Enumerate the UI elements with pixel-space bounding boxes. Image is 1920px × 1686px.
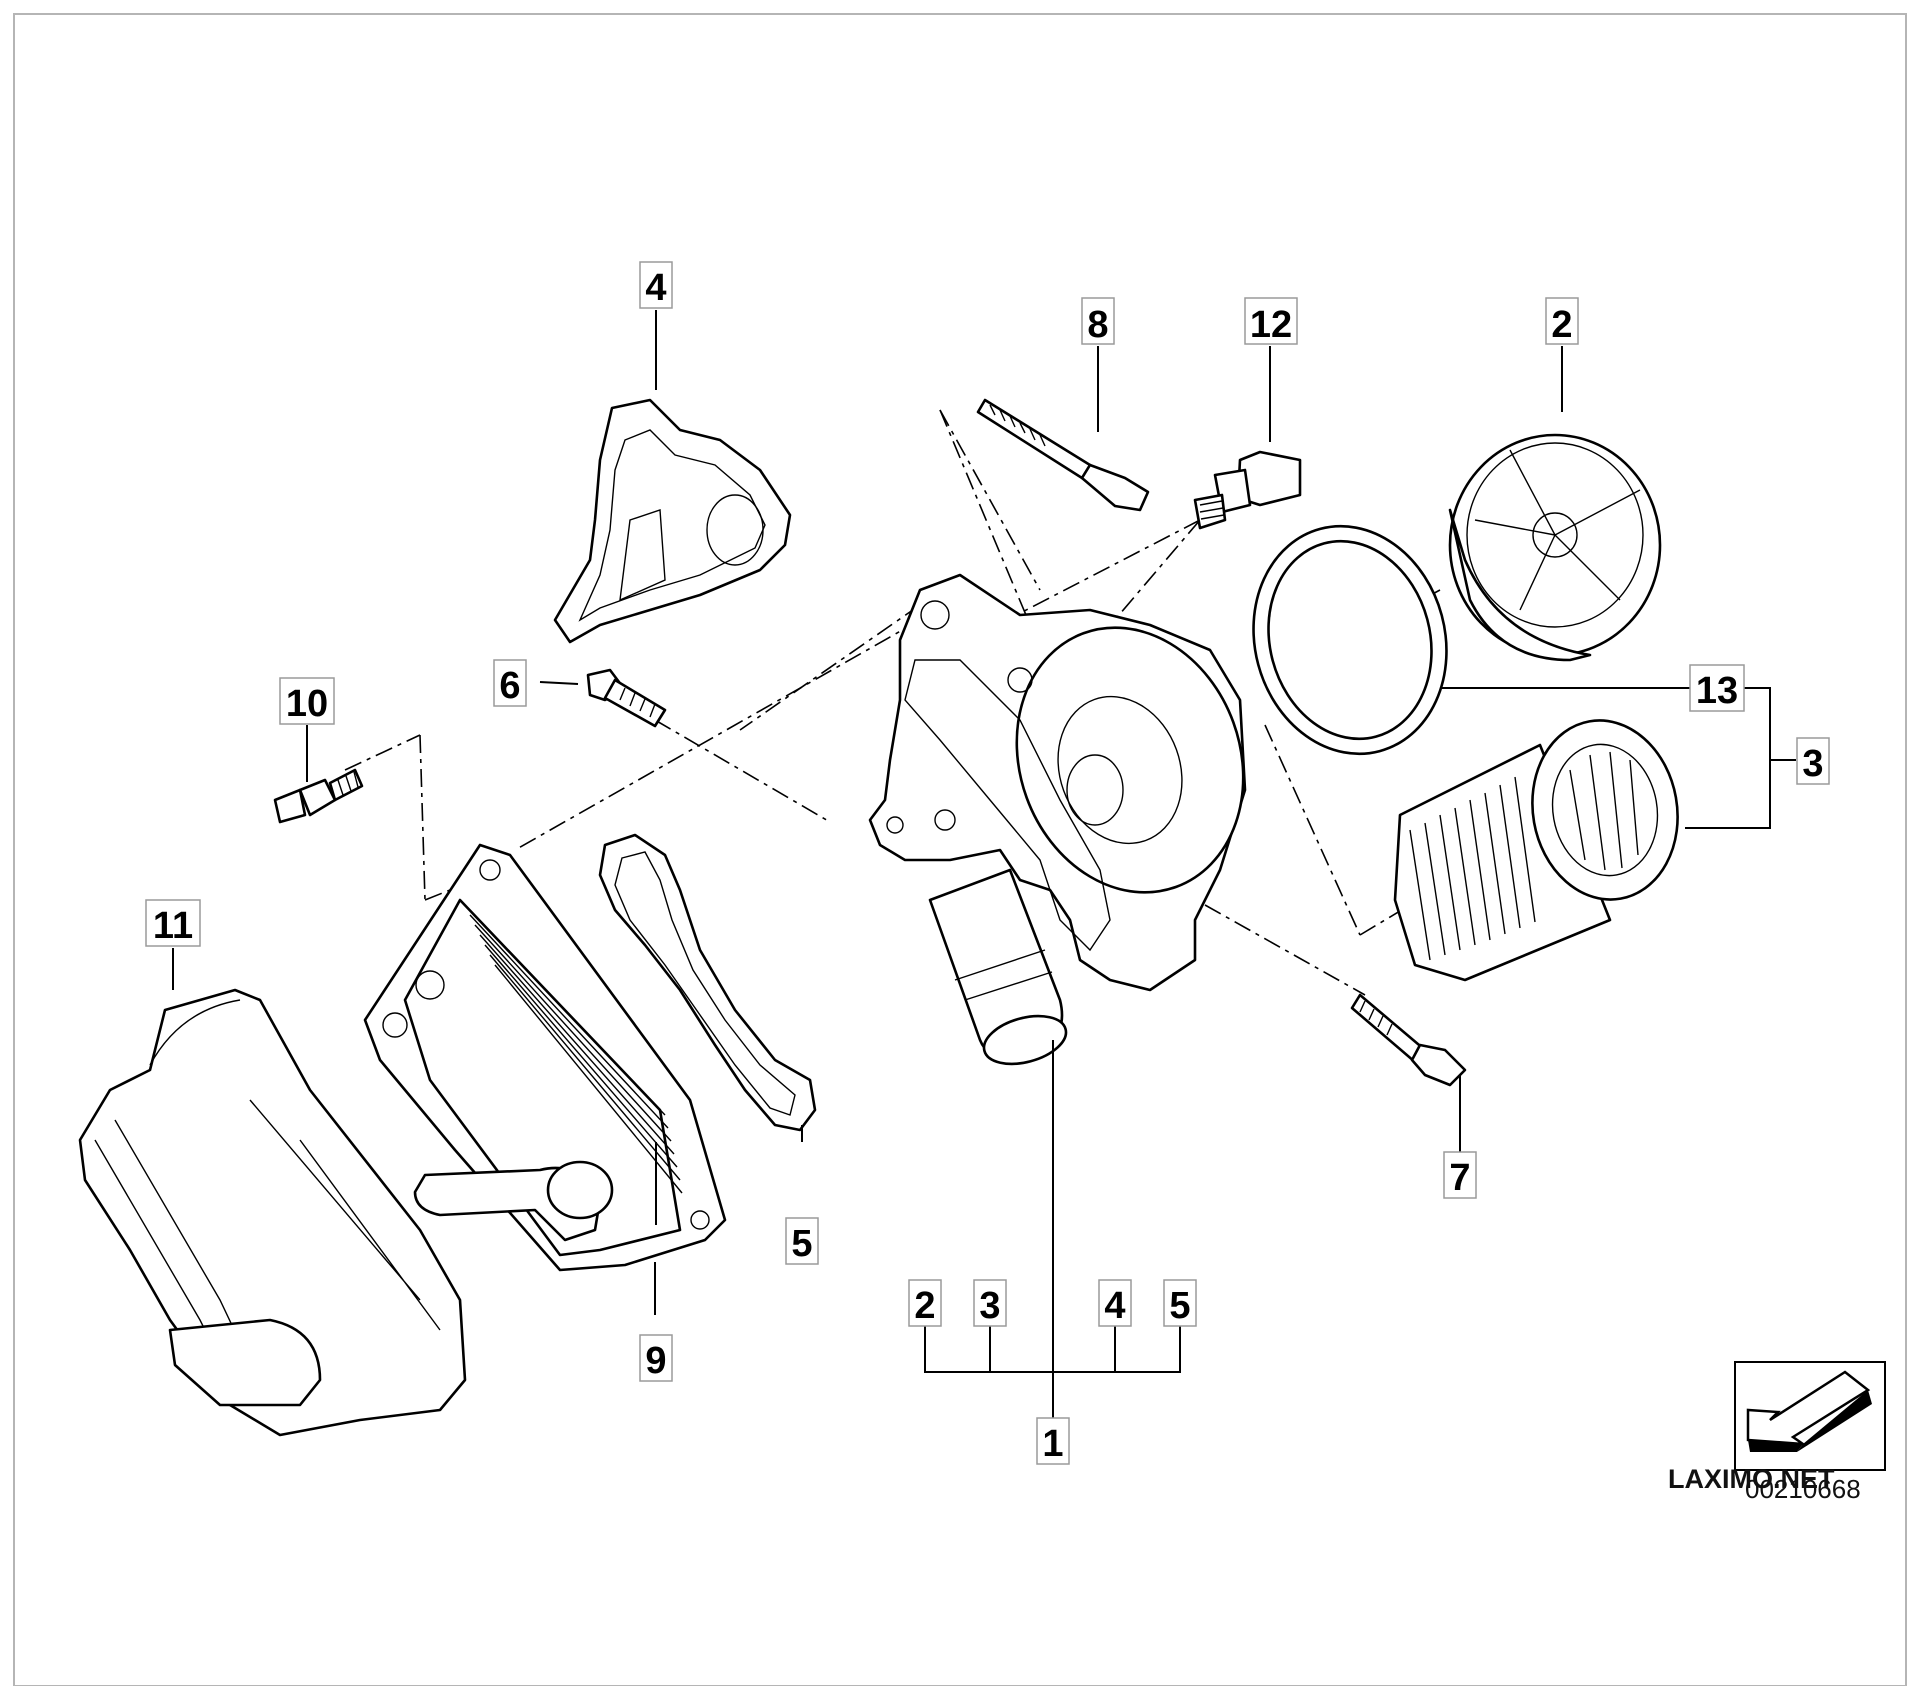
part-13-o-ring bbox=[1252, 524, 1448, 756]
part-6-bolt bbox=[586, 668, 667, 728]
orientation-arrow-icon bbox=[1734, 1361, 1886, 1471]
svg-text:10: 10 bbox=[286, 683, 328, 725]
callout-12: 12 bbox=[1244, 297, 1298, 346]
svg-text:8: 8 bbox=[1087, 304, 1108, 346]
part-2-filter-cap bbox=[1448, 433, 1662, 662]
part-12-sensor bbox=[1193, 450, 1302, 530]
part-4-gasket bbox=[553, 398, 792, 644]
leader-lines bbox=[172, 310, 1796, 1418]
part-1-filter-housing bbox=[868, 573, 1247, 1066]
callout-2-top: 2 bbox=[1545, 297, 1579, 346]
callout-3-right: 3 bbox=[1796, 737, 1830, 785]
callout-3-bottom: 3 bbox=[973, 1279, 1007, 1327]
svg-text:4: 4 bbox=[1104, 1285, 1125, 1327]
part-11-cover bbox=[78, 988, 467, 1437]
callout-4-bottom: 4 bbox=[1098, 1279, 1132, 1327]
svg-text:1: 1 bbox=[1042, 1423, 1063, 1465]
diagram-code: 00210668 bbox=[1745, 1474, 1861, 1504]
callout-4-top: 4 bbox=[639, 261, 673, 309]
svg-text:12: 12 bbox=[1250, 304, 1292, 346]
svg-text:2: 2 bbox=[1551, 304, 1572, 346]
svg-text:9: 9 bbox=[645, 1340, 666, 1382]
callout-1: 1 bbox=[1036, 1417, 1070, 1465]
svg-text:2: 2 bbox=[914, 1285, 935, 1327]
svg-text:5: 5 bbox=[791, 1223, 812, 1265]
part-10-bolt bbox=[273, 768, 364, 824]
callout-10: 10 bbox=[279, 677, 335, 725]
part-3-filter-element bbox=[1393, 719, 1679, 982]
callout-6: 6 bbox=[493, 659, 527, 707]
callout-7: 7 bbox=[1443, 1151, 1477, 1199]
svg-text:7: 7 bbox=[1449, 1157, 1470, 1199]
svg-text:3: 3 bbox=[1802, 743, 1823, 785]
callout-2-bottom: 2 bbox=[908, 1279, 942, 1327]
svg-text:5: 5 bbox=[1169, 1285, 1190, 1327]
svg-text:3: 3 bbox=[979, 1285, 1000, 1327]
callout-9: 9 bbox=[639, 1334, 673, 1382]
part-5-gasket bbox=[598, 833, 817, 1132]
brand-watermark: LAXIMO.NET bbox=[1668, 1464, 1835, 1494]
callout-5-left: 5 bbox=[785, 1217, 819, 1265]
part-7-bolt bbox=[1350, 993, 1467, 1087]
callout-11: 11 bbox=[145, 899, 201, 947]
callout-13: 13 bbox=[1689, 664, 1745, 712]
svg-text:11: 11 bbox=[153, 905, 193, 947]
svg-text:6: 6 bbox=[499, 665, 520, 707]
page-frame bbox=[13, 13, 1907, 1686]
svg-text:13: 13 bbox=[1696, 670, 1738, 712]
part-9-oil-cooler bbox=[363, 843, 727, 1272]
svg-text:4: 4 bbox=[645, 267, 666, 309]
callout-5-bottom: 5 bbox=[1163, 1279, 1197, 1327]
part-8-bolt bbox=[976, 398, 1150, 512]
callout-8: 8 bbox=[1081, 297, 1115, 346]
